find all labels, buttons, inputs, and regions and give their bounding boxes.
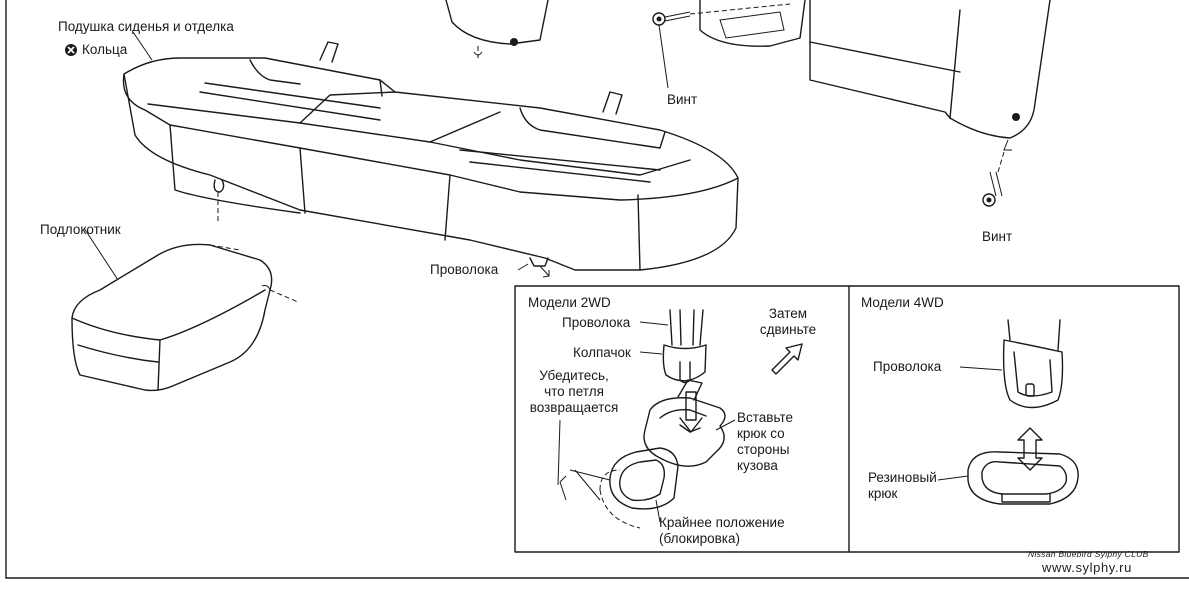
label-seat-cushion: Подушка сиденья и отделка bbox=[58, 19, 234, 34]
wire-2wd-illustration bbox=[639, 309, 707, 384]
ensure-line-2: что петля bbox=[544, 384, 604, 399]
wire-4wd-illustration bbox=[959, 319, 1064, 409]
detail-box bbox=[514, 285, 1180, 553]
armrest-illustration bbox=[71, 243, 299, 392]
screw-right-icon bbox=[982, 139, 1012, 207]
double-arrow-icon bbox=[1017, 427, 1043, 471]
rings-icon bbox=[65, 44, 77, 56]
seat-cushion-illustration bbox=[122, 41, 739, 278]
insert-line-3: стороны bbox=[737, 442, 790, 457]
label-screw-top: Винт bbox=[667, 92, 698, 107]
extreme-line-1: Крайнее положение bbox=[659, 515, 785, 530]
rubber-line-2: крюк bbox=[868, 486, 898, 501]
ensure-line-1: Убедитесь, bbox=[539, 368, 609, 383]
label-screw-right: Винт bbox=[982, 229, 1013, 244]
clip-2wd-illustration bbox=[559, 379, 726, 529]
watermark-club: Nissan Bluebird Sylphy CLUB bbox=[1028, 549, 1149, 559]
label-leaders bbox=[83, 31, 529, 281]
label-2wd-cap: Колпачок bbox=[573, 345, 631, 360]
insert-line-4: кузова bbox=[737, 458, 778, 473]
panel-2wd-leaders bbox=[557, 419, 736, 523]
label-rings: Кольца bbox=[82, 42, 128, 57]
screw-top-icon bbox=[652, 3, 791, 89]
label-armrest: Подлокотник bbox=[40, 222, 121, 237]
then-slide-line-2: сдвиньте bbox=[759, 322, 817, 337]
label-then-slide: Затем сдвиньте bbox=[748, 306, 828, 338]
insert-line-1: Вставьте bbox=[737, 410, 793, 425]
label-ensure-loop: Убедитесь, что петля возвращается bbox=[512, 368, 636, 416]
label-extreme-position: Крайнее положение (блокировка) bbox=[659, 515, 785, 547]
insert-line-2: крюк со bbox=[737, 426, 785, 441]
panel-4wd-title: Модели 4WD bbox=[861, 295, 944, 310]
label-4wd-wire: Проволока bbox=[873, 359, 942, 374]
label-wire-main: Проволока bbox=[430, 262, 499, 277]
ensure-line-3: возвращается bbox=[529, 400, 619, 415]
rubber-line-1: Резиновый bbox=[868, 470, 937, 485]
seat-back bbox=[445, 0, 1051, 139]
label-insert-hook: Вставьте крюк со стороны кузова bbox=[737, 410, 793, 474]
label-2wd-wire: Проволока bbox=[562, 315, 631, 330]
then-slide-line-1: Затем bbox=[768, 306, 808, 321]
extreme-line-2: (блокировка) bbox=[659, 531, 740, 546]
label-rubber-hook: Резиновый крюк bbox=[868, 470, 937, 502]
slide-arrow-icon bbox=[771, 343, 803, 375]
watermark-url: www.sylphy.ru bbox=[1042, 560, 1132, 575]
rubber-hook-illustration bbox=[937, 451, 1079, 505]
panel-2wd-title: Модели 2WD bbox=[528, 295, 611, 310]
